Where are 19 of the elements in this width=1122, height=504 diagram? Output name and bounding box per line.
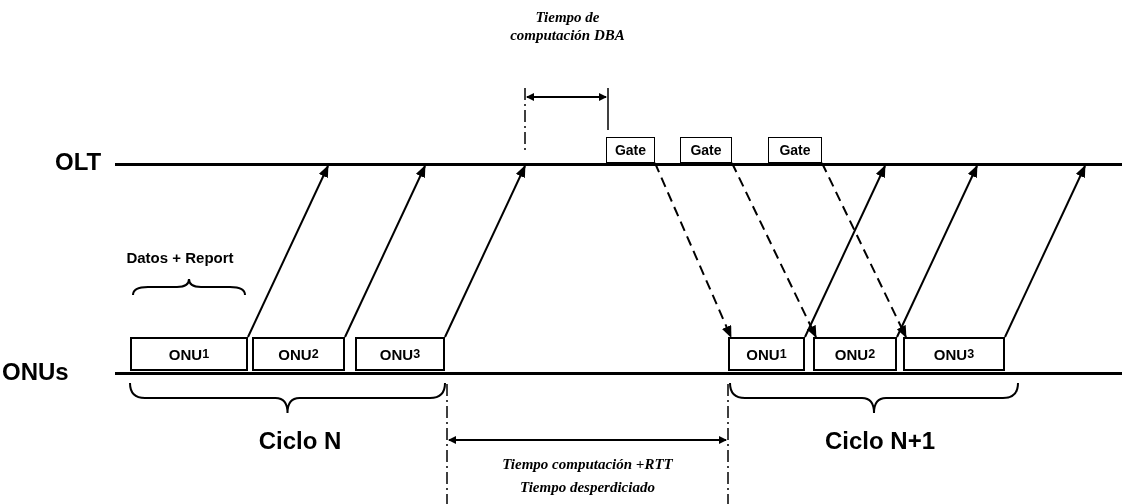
annotation-text: Datos + Report	[125, 249, 235, 266]
cycle-label: Ciclo N+1	[823, 427, 936, 455]
timeline-label: OLT	[55, 148, 103, 176]
annotation-text: Tiempo computación +RTT	[501, 455, 674, 473]
arrow	[896, 165, 978, 338]
timeline-label: ONUs	[2, 358, 70, 386]
timeline-axis	[115, 372, 1122, 375]
annotation-text: Tiempo desperdiciado	[519, 478, 656, 496]
gate-message-box: Gate	[606, 137, 655, 163]
gate-message-box: Gate	[768, 137, 822, 163]
arrow	[804, 165, 886, 338]
cycle-label: Ciclo N	[257, 427, 343, 455]
arrow	[247, 165, 329, 338]
gate-message-box: Gate	[680, 137, 732, 163]
arrow	[344, 165, 426, 338]
annotation-text: Tiempo de computación DBA	[509, 8, 626, 44]
arrow	[1004, 165, 1086, 338]
arrow	[444, 165, 526, 338]
timeline-axis	[115, 163, 1122, 166]
